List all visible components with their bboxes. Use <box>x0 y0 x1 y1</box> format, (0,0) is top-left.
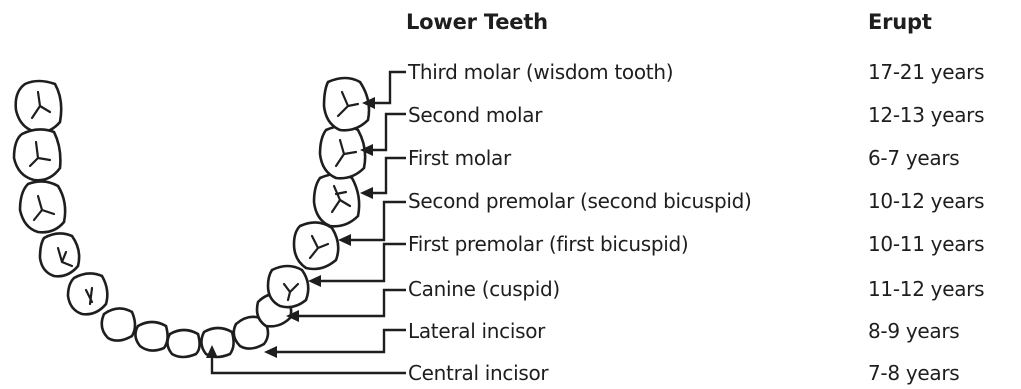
erupt-age-first-premolar: 10-11 years <box>868 232 984 256</box>
left-central-incisor <box>167 330 199 357</box>
tooth-label-first-premolar: First premolar (first bicuspid) <box>408 232 688 256</box>
tooth-label-second-molar: Second molar <box>408 103 542 127</box>
leader-first-molar <box>360 158 406 199</box>
right-central-incisor <box>201 328 233 357</box>
tooth-label-second-premolar: Second premolar (second bicuspid) <box>408 189 752 213</box>
erupt-age-second-molar: 12-13 years <box>868 103 984 127</box>
erupt-age-first-molar: 6-7 years <box>868 146 959 170</box>
right-third-molar <box>324 78 369 130</box>
right-second-premolar <box>294 222 338 269</box>
tooth-label-first-molar: First molar <box>408 146 511 170</box>
right-first-molar <box>314 174 359 226</box>
erupt-age-third-molar: 17-21 years <box>868 60 984 84</box>
tooth-label-third-molar: Third molar (wisdom tooth) <box>408 60 673 84</box>
left-second-premolar <box>40 233 79 276</box>
lower-teeth-header: Lower Teeth <box>406 10 548 34</box>
left-canine <box>102 308 135 340</box>
left-second-molar <box>14 129 60 180</box>
right-second-molar <box>320 126 365 178</box>
left-first-premolar <box>68 273 107 314</box>
erupt-age-lateral-incisor: 8-9 years <box>868 319 959 343</box>
erupt-age-central-incisor: 7-8 years <box>868 361 959 385</box>
erupt-age-canine: 11-12 years <box>868 277 984 301</box>
tooth-label-central-incisor: Central incisor <box>408 361 548 385</box>
tooth-label-canine: Canine (cuspid) <box>408 277 560 301</box>
right-first-premolar <box>268 266 308 307</box>
leader-central-incisor <box>206 345 406 373</box>
left-lateral-incisor <box>135 322 167 351</box>
left-first-molar <box>20 181 65 232</box>
erupt-header: Erupt <box>868 10 932 34</box>
erupt-age-second-premolar: 10-12 years <box>868 189 984 213</box>
leader-lateral-incisor <box>264 330 406 358</box>
tooth-label-lateral-incisor: Lateral incisor <box>408 319 545 343</box>
leader-third-molar <box>362 72 406 109</box>
left-third-molar <box>16 81 62 132</box>
